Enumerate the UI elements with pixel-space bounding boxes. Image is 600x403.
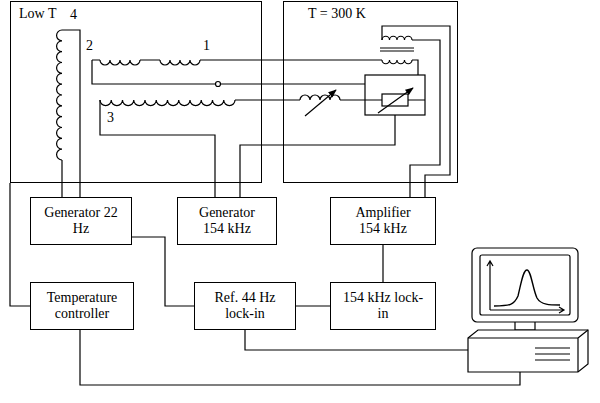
variable-arrow — [305, 90, 336, 116]
generator-box: Generator 22 Hz — [30, 197, 132, 245]
controller-box: Temperature controller — [30, 282, 134, 330]
low-temperature-region: Low T — [10, 1, 262, 183]
wire — [245, 330, 468, 350]
node-text: Low T — [19, 6, 253, 22]
coil-symbol — [100, 60, 140, 65]
node-text: Generator 154 kHz — [190, 205, 264, 237]
lock-in-box: 154 kHz lock-in — [330, 282, 436, 330]
bridge-box — [365, 75, 425, 115]
callout-number: 3 — [107, 111, 114, 125]
wire — [240, 115, 395, 197]
callout-number: 1 — [203, 39, 210, 53]
resistor-symbol — [382, 94, 408, 106]
lock-in-box: Ref. 44 Hz lock-in — [194, 282, 296, 330]
signal-wire — [382, 245, 383, 282]
node-text: Temperature controller — [37, 290, 127, 322]
node-text: T = 300 K — [308, 6, 433, 22]
coil-group — [57, 30, 412, 160]
generator-box: Generator 154 kHz — [177, 197, 277, 245]
wire — [80, 330, 520, 385]
callout-number: 4 — [70, 8, 77, 22]
coil-symbol — [57, 30, 62, 160]
wire — [92, 60, 216, 84]
wire — [221, 83, 366, 84]
node-text: Generator 22 Hz — [44, 205, 118, 237]
transformer-core — [380, 48, 414, 51]
coil-symbol — [382, 36, 412, 40]
wire — [92, 60, 418, 75]
wire — [382, 26, 450, 197]
wire — [62, 30, 80, 197]
signal-wire — [10, 183, 30, 306]
node-text: 154 kHz lock-in — [341, 290, 425, 322]
callout-number: 2 — [86, 39, 93, 53]
coil-symbol — [100, 100, 235, 106]
room-temperature-region: T = 300 K — [283, 1, 458, 183]
wire — [61, 160, 62, 197]
coil-symbol — [382, 60, 412, 64]
coil-symbol — [300, 95, 340, 100]
node-text: Ref. 44 Hz lock-in — [203, 290, 287, 322]
coil-symbol — [160, 60, 200, 65]
node-text: Amplifier 154 kHz — [344, 205, 422, 237]
variable-arrow — [378, 88, 413, 113]
amplifier-box: Amplifier 154 kHz — [330, 197, 436, 245]
computer-icon — [468, 248, 588, 372]
signal-wire — [132, 237, 194, 306]
signal-wire — [296, 305, 330, 306]
wire — [410, 40, 440, 197]
junction — [216, 82, 221, 87]
